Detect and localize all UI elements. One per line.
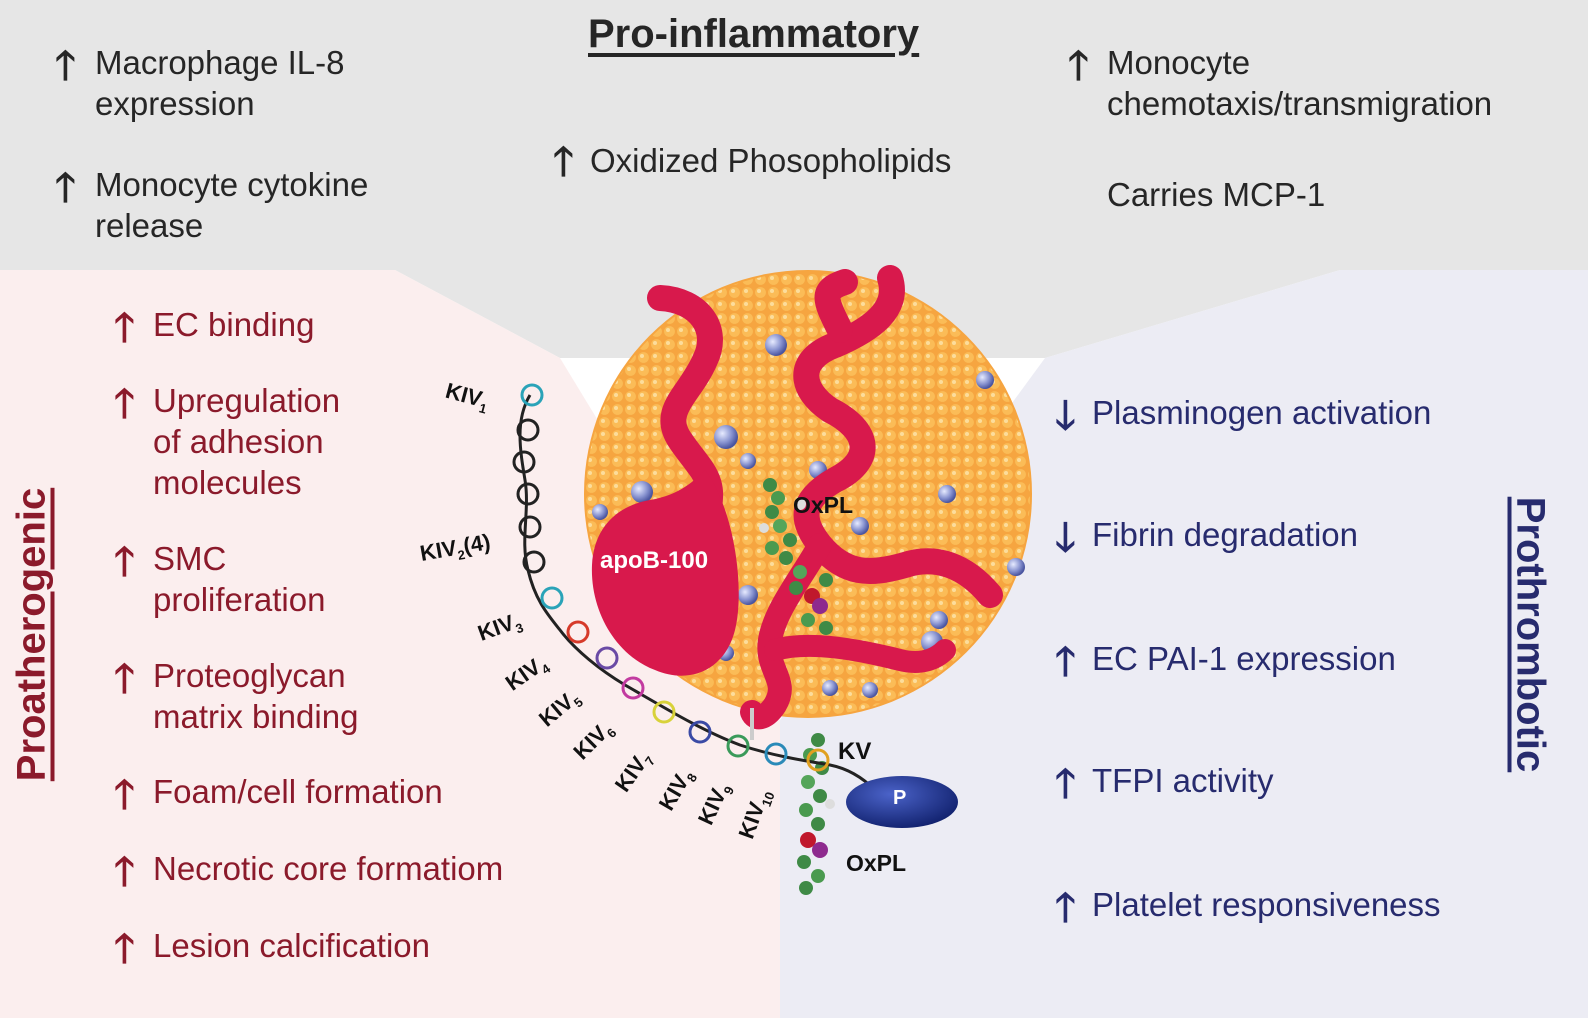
up-arrow-icon: 🡑 bbox=[114, 773, 135, 817]
item-text: SMC proliferation bbox=[153, 540, 326, 618]
item-text: Oxidized Phosopholipids bbox=[590, 142, 952, 179]
up-arrow-icon: 🡑 bbox=[114, 540, 135, 584]
item-text: EC PAI-1 expression bbox=[1092, 640, 1396, 677]
up-arrow-icon: 🡑 bbox=[1055, 886, 1076, 930]
oxpl-label-top: OxPL bbox=[793, 492, 854, 518]
item-text: EC binding bbox=[153, 306, 315, 343]
kv-label: KV bbox=[838, 738, 872, 765]
up-arrow-icon: 🡑 bbox=[114, 657, 135, 701]
up-arrow-icon: 🡑 bbox=[55, 166, 76, 210]
up-arrow-icon: 🡑 bbox=[55, 44, 76, 88]
protease-label: P bbox=[893, 787, 907, 809]
proatherogenic-title: Proatherogenic bbox=[9, 487, 54, 782]
item-text: Plasminogen activation bbox=[1092, 394, 1432, 431]
prothrombotic-title: Prothrombotic bbox=[1508, 496, 1553, 773]
up-arrow-icon: 🡑 bbox=[1055, 762, 1076, 806]
up-arrow-icon: 🡑 bbox=[114, 927, 135, 971]
up-arrow-icon: 🡑 bbox=[114, 850, 135, 894]
up-arrow-icon: 🡑 bbox=[1055, 640, 1076, 684]
kringle-chain bbox=[512, 383, 877, 792]
down-arrow-icon: 🡓 bbox=[1055, 394, 1076, 438]
item-text: Necrotic core formatiom bbox=[153, 850, 504, 887]
item-text: Fibrin degradation bbox=[1092, 516, 1358, 553]
item-text: Carries MCP-1 bbox=[1107, 176, 1326, 213]
item-text: TFPI activity bbox=[1092, 762, 1274, 799]
up-arrow-icon: 🡑 bbox=[114, 306, 135, 350]
item-text: Foam/cell formation bbox=[153, 773, 443, 810]
apob-100-label: apoB-100 bbox=[600, 547, 709, 574]
pro-inflammatory-title: Pro-inflammatory bbox=[588, 12, 920, 56]
item-text: Lesion calcification bbox=[153, 927, 430, 964]
item-text: Macrophage IL-8 expression bbox=[95, 44, 345, 122]
oxpl-label-bottom: OxPL bbox=[846, 850, 907, 876]
protease-domain bbox=[846, 776, 958, 828]
up-arrow-icon: 🡑 bbox=[114, 382, 135, 426]
top-panel bbox=[0, 0, 1588, 358]
left-panel bbox=[0, 270, 780, 1018]
oxpl-molecule-bottom bbox=[797, 733, 835, 895]
item-text: Monocyte chemotaxis/transmigration bbox=[1107, 44, 1493, 122]
item-text: Monocyte cytokine release bbox=[95, 166, 369, 244]
up-arrow-icon: 🡑 bbox=[553, 140, 574, 184]
down-arrow-icon: 🡓 bbox=[1055, 516, 1076, 560]
item-text: Platelet responsiveness bbox=[1092, 886, 1441, 923]
blue-beads bbox=[592, 334, 1025, 698]
up-arrow-icon: 🡑 bbox=[1068, 44, 1089, 88]
apob-lobe bbox=[591, 470, 739, 676]
oxpl-molecule-top bbox=[759, 478, 833, 635]
item-text: Proteoglycan matrix binding bbox=[153, 657, 359, 735]
item-text: Upregulation of adhesion molecules bbox=[153, 382, 341, 501]
